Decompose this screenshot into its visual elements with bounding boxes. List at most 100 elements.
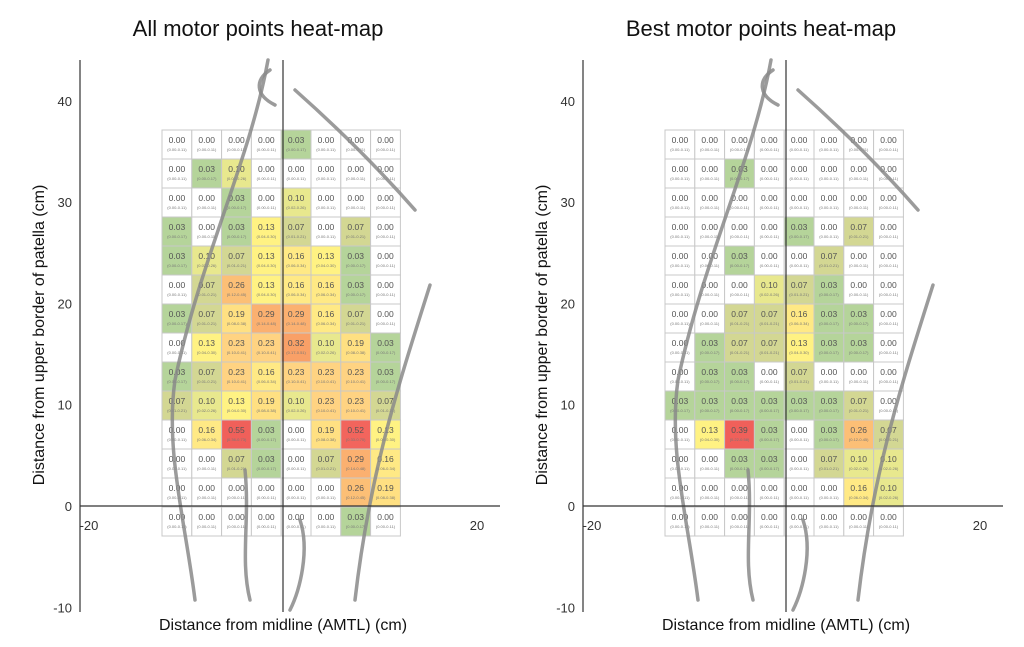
heatmap-cell — [370, 129, 401, 160]
cell-confidence-interval: (0.02-0.26) — [760, 292, 780, 297]
cell-value: 0.00 — [672, 338, 689, 348]
cell-confidence-interval: (0.00-0.17) — [257, 437, 277, 442]
leg-outline-drawing — [673, 58, 935, 612]
cell-confidence-interval: (0.00-0.11) — [879, 524, 899, 529]
cell-confidence-interval: (0.00-0.11) — [197, 524, 217, 529]
chart-title: Best motor points heat-map — [626, 16, 896, 41]
cell-confidence-interval: (0.00-0.11) — [670, 524, 690, 529]
cell-confidence-interval: (0.00-0.11) — [670, 466, 690, 471]
cell-confidence-interval: (0.00-0.11) — [286, 524, 306, 529]
heatmap-cell — [340, 158, 372, 189]
cell-value: 0.00 — [318, 512, 335, 522]
cell-confidence-interval: (0.00-0.11) — [879, 408, 899, 413]
heatmap-grid: 0.00 (0.00-0.11) 0.00 (0.00-0.11) 0.00 (0.00-… — [161, 129, 401, 537]
cell-confidence-interval: (0.00-0.11) — [167, 176, 187, 181]
heatmap-cell — [813, 332, 845, 363]
heatmap-cell — [370, 216, 401, 247]
cell-value: 0.00 — [761, 251, 778, 261]
cell-confidence-interval: (0.00-0.11) — [167, 437, 187, 442]
cell-value: 0.29 — [258, 309, 275, 319]
heatmap-cell — [250, 332, 282, 363]
cell-confidence-interval: (0.00-0.11) — [670, 263, 690, 268]
cell-value: 0.00 — [791, 454, 808, 464]
cell-value: 0.00 — [169, 135, 186, 145]
cell-value: 0.00 — [821, 367, 838, 377]
heatmap-cell — [813, 506, 845, 537]
cell-value: 0.07 — [347, 222, 364, 232]
cell-value: 0.00 — [347, 135, 364, 145]
leg-outline-stroke — [288, 518, 306, 612]
cell-value: 0.03 — [821, 280, 838, 290]
cell-value: 0.10 — [880, 483, 897, 493]
heatmap-cell — [250, 506, 282, 537]
cell-confidence-interval: (0.00-0.11) — [789, 205, 809, 210]
y-tick-label: 0 — [568, 499, 575, 514]
cell-value: 0.10 — [228, 164, 245, 174]
heatmap-cell — [340, 245, 372, 276]
cell-value: 0.03 — [377, 338, 394, 348]
cell-confidence-interval: (0.01-0.21) — [316, 466, 336, 471]
cell-confidence-interval: (0.00-0.11) — [849, 379, 869, 384]
cell-value: 0.00 — [288, 512, 305, 522]
cell-confidence-interval: (0.00-0.11) — [760, 234, 780, 239]
leg-outline-stroke — [746, 468, 755, 602]
cell-confidence-interval: (0.00-0.11) — [789, 437, 809, 442]
heatmap-cell — [873, 274, 904, 305]
cell-value: 0.00 — [821, 512, 838, 522]
cell-value: 0.00 — [821, 135, 838, 145]
cell-confidence-interval: (0.00-0.11) — [257, 524, 277, 529]
cell-value: 0.00 — [880, 193, 897, 203]
cell-confidence-interval: (0.10-0.41) — [227, 379, 247, 384]
heatmap-cell — [873, 129, 904, 160]
heatmap-cell — [664, 419, 696, 450]
heatmap-cell — [694, 448, 726, 479]
cell-confidence-interval: (0.06-0.34) — [376, 466, 396, 471]
cell-value: 0.00 — [850, 280, 867, 290]
cell-value: 0.03 — [347, 280, 364, 290]
heatmap-cell — [813, 361, 845, 392]
heatmap-cell — [843, 216, 875, 247]
cell-value: 0.00 — [701, 454, 718, 464]
cell-value: 0.07 — [791, 367, 808, 377]
cell-value: 0.00 — [701, 309, 718, 319]
cell-confidence-interval: (0.00-0.17) — [760, 437, 780, 442]
cell-value: 0.00 — [880, 309, 897, 319]
cell-confidence-interval: (0.00-0.11) — [167, 466, 187, 471]
heatmap-cell — [161, 129, 193, 160]
cell-confidence-interval: (0.00-0.17) — [286, 147, 306, 152]
cell-value: 0.00 — [731, 222, 748, 232]
cell-value: 0.00 — [701, 280, 718, 290]
cell-confidence-interval: (0.04-0.30) — [316, 263, 336, 268]
cell-confidence-interval: (0.00-0.17) — [257, 466, 277, 471]
cell-confidence-interval: (0.06-0.34) — [197, 437, 217, 442]
heatmap-cell — [783, 158, 815, 189]
x-tick-label: -20 — [583, 518, 602, 533]
cell-value: 0.00 — [761, 135, 778, 145]
cell-confidence-interval: (0.04-0.30) — [227, 408, 247, 413]
cell-value: 0.03 — [731, 367, 748, 377]
cell-confidence-interval: (0.04-0.30) — [197, 350, 217, 355]
cell-value: 0.07 — [318, 454, 335, 464]
heatmap-cell — [813, 303, 845, 334]
cell-value: 0.03 — [228, 193, 245, 203]
cell-confidence-interval: (0.00-0.17) — [789, 408, 809, 413]
cell-value: 0.00 — [377, 193, 394, 203]
cell-confidence-interval: (0.00-0.17) — [819, 437, 839, 442]
cell-value: 0.00 — [761, 367, 778, 377]
heatmap-cell — [250, 390, 282, 421]
cell-confidence-interval: (0.00-0.11) — [167, 147, 187, 152]
cell-confidence-interval: (0.01-0.21) — [819, 466, 839, 471]
cell-value: 0.10 — [198, 396, 215, 406]
cell-confidence-interval: (0.00-0.11) — [789, 466, 809, 471]
cell-confidence-interval: (0.02-0.26) — [197, 408, 217, 413]
heatmap-cell — [370, 245, 401, 276]
cell-confidence-interval: (0.00-0.11) — [376, 292, 396, 297]
heatmap-grid: 0.00 (0.00-0.11) 0.00 (0.00-0.11) 0.00 (0.00-… — [664, 129, 904, 537]
cell-value: 0.00 — [672, 512, 689, 522]
cell-confidence-interval: (0.00-0.11) — [376, 205, 396, 210]
cell-value: 0.00 — [377, 309, 394, 319]
cell-value: 0.00 — [701, 251, 718, 261]
cell-confidence-interval: (0.00-0.11) — [819, 205, 839, 210]
heatmap-cell — [221, 361, 252, 392]
cell-value: 0.00 — [731, 280, 748, 290]
